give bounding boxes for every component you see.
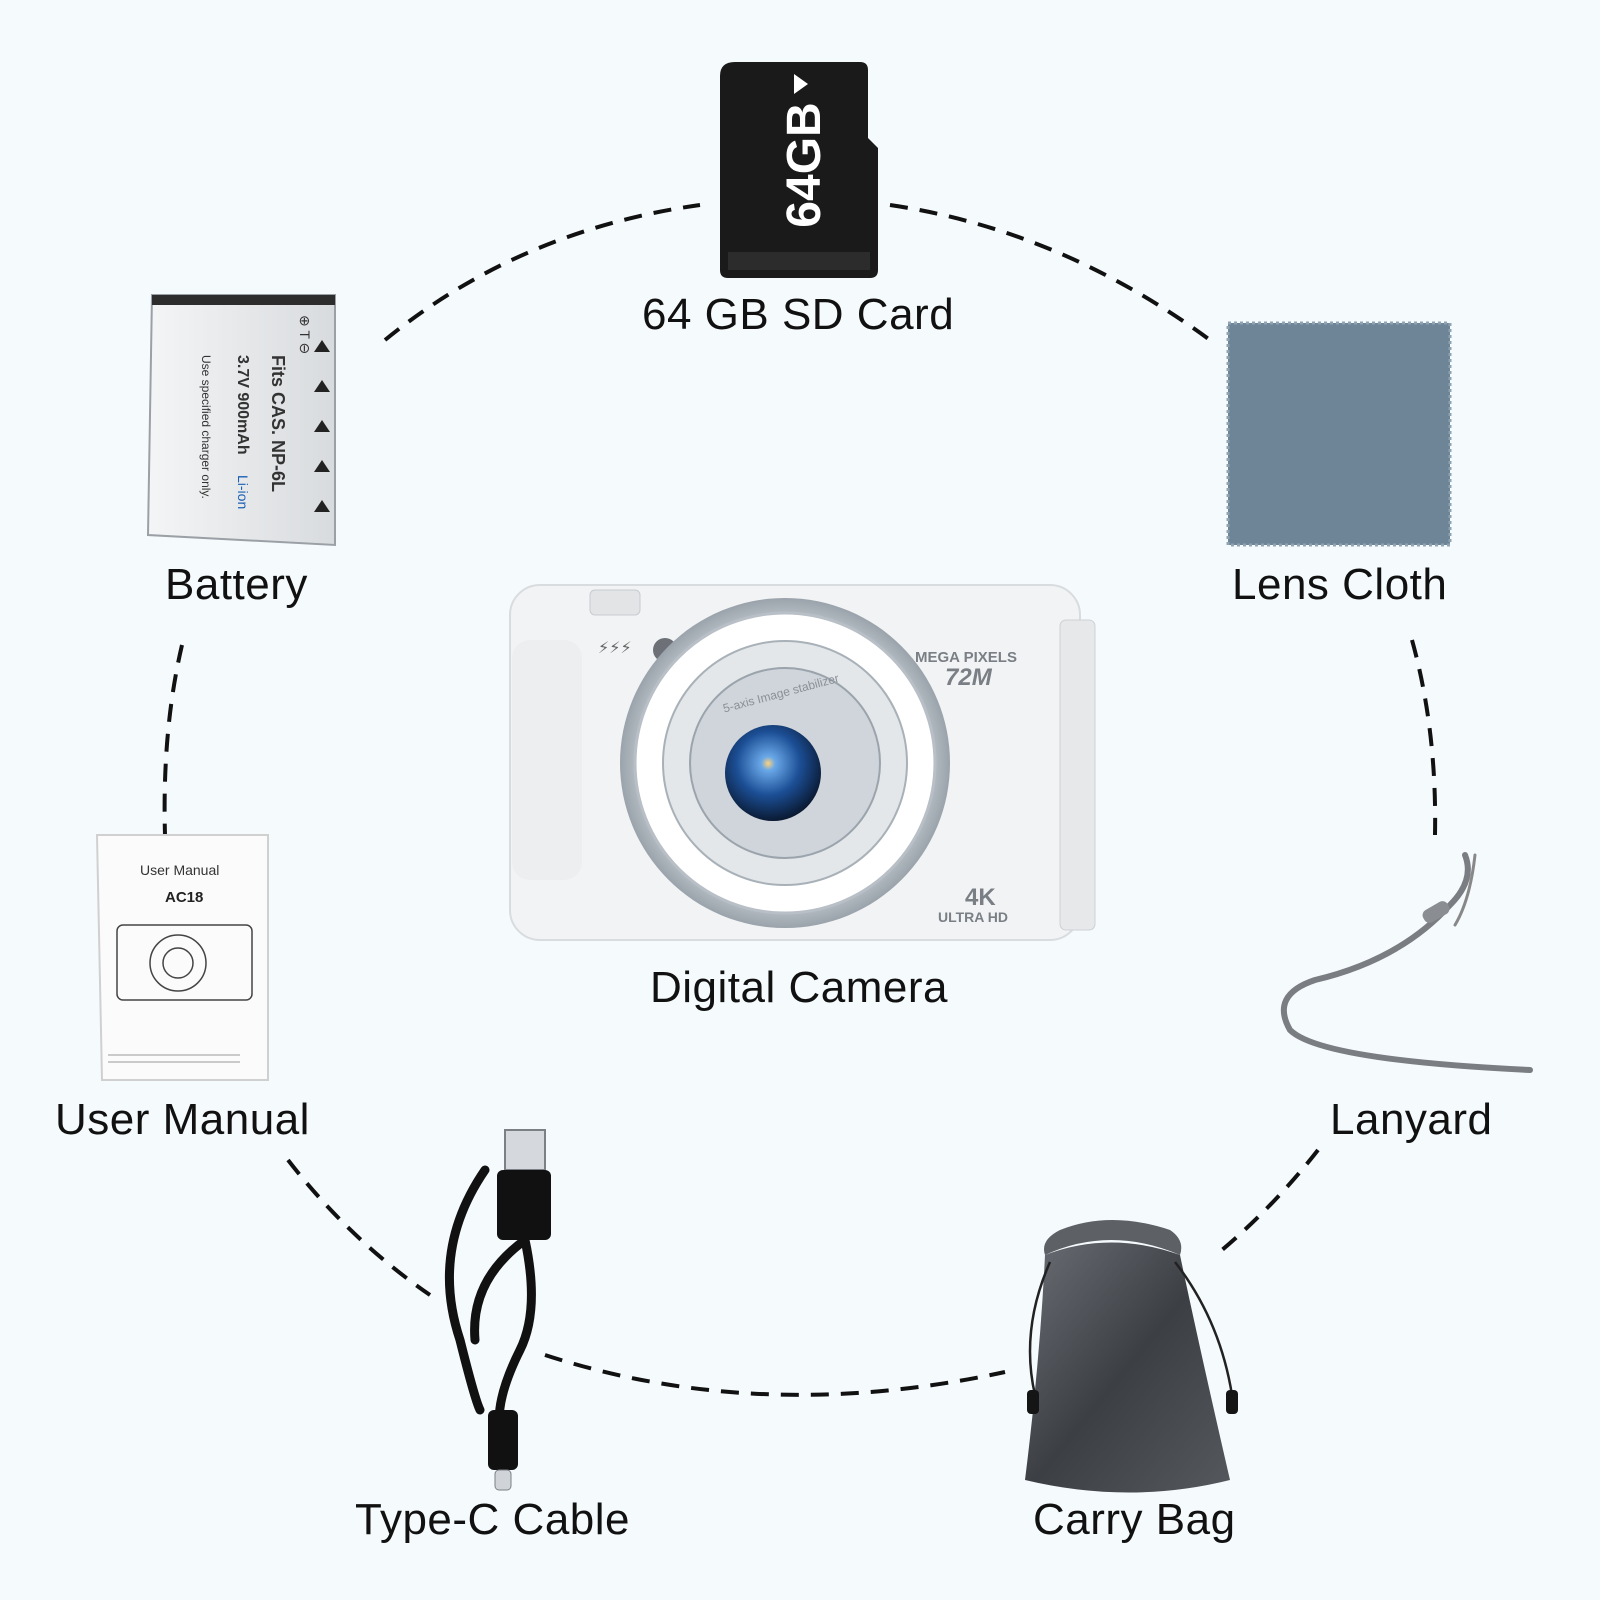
camera-ultra-hd: ULTRA HD [938, 909, 1008, 925]
carry-bag [1025, 1220, 1238, 1493]
battery-fits: Fits CAS. NP-6L [268, 355, 288, 492]
lanyard [1280, 852, 1533, 1073]
svg-text:⚡⚡⚡: ⚡⚡⚡ [598, 638, 632, 657]
camera: ⚡⚡⚡ MEGA PIXELS 72M 4K ULTRA HD 5-axis I… [509, 584, 1096, 941]
user-manual: User Manual AC18 [95, 834, 269, 1081]
usb-cable [444, 1129, 551, 1491]
label-type-c-cable: Type-C Cable [355, 1495, 631, 1544]
label-carry-bag: Carry Bag [1033, 1495, 1236, 1544]
battery: ⊕ T ⊖ Fits CAS. NP-6L 3.7V 900mAh Li-ion… [146, 294, 336, 547]
dashed-connector [162, 203, 1438, 1397]
manual-title: User Manual [140, 862, 219, 878]
battery-arrows [314, 340, 330, 512]
sd-card-print: 64GB [778, 102, 831, 227]
label-lanyard: Lanyard [1330, 1095, 1493, 1144]
label-digital-camera: Digital Camera [650, 963, 948, 1012]
arrow-icon [794, 74, 808, 94]
sd-card: 64GB [720, 62, 878, 278]
label-user-manual: User Manual [55, 1095, 310, 1144]
battery-voltage: 3.7V 900mAh [234, 355, 251, 455]
battery-chem: Li-ion [235, 475, 251, 509]
camera-4k: 4K [965, 884, 996, 911]
label-battery: Battery [165, 560, 308, 609]
battery-warning: Use specified charger only. [199, 355, 213, 499]
battery-terminals: ⊕ T ⊖ [297, 315, 313, 354]
label-sd-card: 64 GB SD Card [642, 290, 955, 339]
lens-cloth [1226, 321, 1452, 547]
label-lens-cloth: Lens Cloth [1232, 560, 1448, 609]
camera-72m: 72M [945, 664, 993, 691]
camera-mega-pixels: MEGA PIXELS [915, 649, 1017, 666]
manual-model: AC18 [165, 889, 203, 906]
